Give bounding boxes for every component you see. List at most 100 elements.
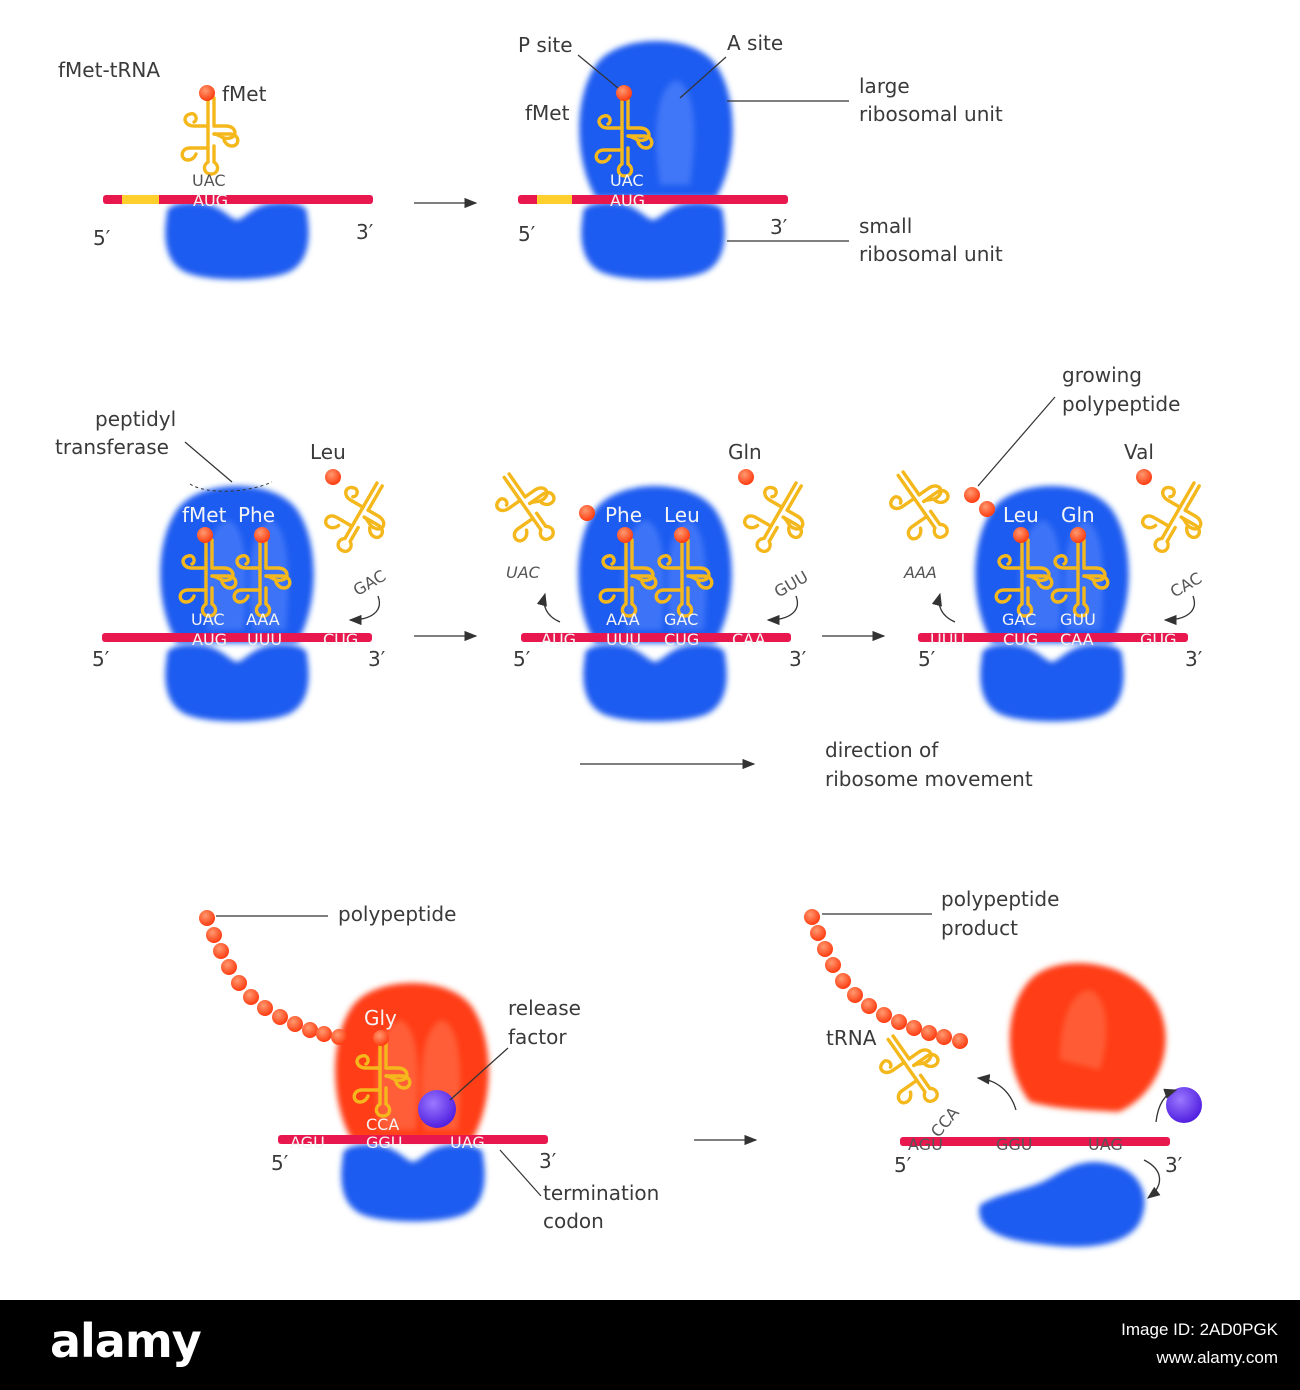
small-ribosomal-subunit — [583, 644, 727, 722]
label-leu: Leu — [1003, 503, 1039, 527]
label-gln: Gln — [1061, 503, 1095, 527]
codon-4: CAA — [732, 630, 766, 649]
incoming-arrow — [348, 595, 380, 626]
leu-amino-acid — [674, 527, 690, 543]
label-polypeptide: polypeptide — [338, 902, 456, 926]
incoming-anticodon: GUU — [771, 567, 812, 601]
incoming-arrow — [1163, 595, 1195, 626]
peptidyl-leader — [184, 441, 233, 483]
codon-1: AGU — [290, 1133, 325, 1152]
fmet-amino-acid — [616, 85, 632, 101]
start-region-highlight — [537, 195, 572, 204]
release-factor-leader — [449, 1047, 509, 1101]
label-product-line2: product — [941, 916, 1018, 940]
fmet-amino-acid — [197, 527, 213, 543]
release-factor-sphere-icon — [418, 1090, 456, 1128]
incoming-anticodon: GAC — [350, 566, 389, 600]
a-anticodon: GUU — [1060, 610, 1096, 629]
label-gly: Gly — [364, 1006, 397, 1030]
gln-amino-acid — [1070, 527, 1086, 543]
codon-1: UUU — [930, 630, 965, 649]
label-leu: Leu — [310, 440, 346, 464]
label-val: Val — [1124, 440, 1154, 464]
trna-exiting-icon — [481, 458, 574, 557]
codon-4: GUG — [1140, 630, 1177, 649]
five-prime-label: 5′ — [918, 647, 936, 671]
leu-amino-acid — [325, 469, 341, 485]
small-ribosomal-subunit — [980, 644, 1124, 722]
anticodon-label: UAC — [192, 171, 226, 190]
a-site-leader — [679, 56, 727, 99]
a-site-groove — [655, 80, 695, 185]
three-prime-label: 3′ — [789, 647, 807, 671]
codon-3: UAG — [450, 1133, 485, 1152]
label-release-line2: factor — [508, 1025, 567, 1049]
small-ribosomal-subunit — [165, 202, 309, 280]
subunit-release-arrow — [1143, 1159, 1161, 1199]
label-peptidyl-line1: peptidyl — [95, 407, 176, 431]
three-prime-label: 3′ — [356, 220, 374, 244]
codon-1: AUG — [192, 630, 227, 649]
label-fmet-trna: fMet-tRNA — [58, 58, 160, 82]
codon-2: UUU — [606, 630, 641, 649]
mrna-strand — [103, 195, 373, 204]
mrna-strand — [102, 633, 372, 642]
label-trna: tRNA — [826, 1026, 877, 1050]
label-a-site: A site — [727, 31, 783, 55]
start-region-highlight — [122, 195, 159, 204]
label-movement-line2: ribosome movement — [825, 767, 1033, 791]
incoming-anticodon: CAC — [1167, 568, 1205, 601]
five-prime-label: 5′ — [93, 226, 111, 250]
three-prime-label: 3′ — [1185, 647, 1203, 671]
anticodon-label: CCA — [366, 1115, 399, 1134]
panel-termination-1: polypeptide Gly release factor terminati… — [199, 902, 659, 1233]
label-leu: Leu — [664, 503, 700, 527]
codon-3: CUG — [323, 630, 358, 649]
site-url-label: www.alamy.com — [1156, 1348, 1278, 1367]
label-termination-line1: termination — [543, 1181, 659, 1205]
codon-2: UUU — [247, 630, 282, 649]
label-small-line2: ribosomal unit — [859, 242, 1003, 266]
label-growing-line1: growing — [1062, 363, 1142, 387]
incoming-arrow — [766, 595, 798, 626]
label-growing-line2: polypeptide — [1062, 392, 1180, 416]
phe-amino-acid — [254, 527, 270, 543]
codon-2: CUG — [1003, 630, 1038, 649]
val-amino-acid — [1136, 469, 1152, 485]
label-termination-line2: codon — [543, 1209, 604, 1233]
peptidyl-bond-bracket — [189, 481, 273, 492]
label-fmet: fMet — [222, 82, 267, 106]
fmet-amino-acid — [579, 505, 595, 521]
polypeptide-bead-2 — [979, 501, 995, 517]
trna-cloverleaf-icon — [180, 96, 240, 176]
three-prime-label: 3′ — [770, 215, 788, 239]
a-anticodon: GAC — [664, 610, 698, 629]
large-subunit-groove — [1060, 990, 1107, 1070]
mrna-strand — [278, 1135, 548, 1144]
label-large-line1: large — [859, 74, 910, 98]
growing-polypeptide-leader — [977, 396, 1056, 487]
three-prime-label: 3′ — [368, 647, 386, 671]
ribosome-movement-indicator: direction of ribosome movement — [580, 738, 1033, 791]
image-id-label: Image ID: 2AD0PGK — [1121, 1320, 1278, 1339]
codon-1: AUG — [541, 630, 576, 649]
leu-amino-acid — [1013, 527, 1029, 543]
brand-logo: alamy — [50, 1314, 202, 1368]
trna-release-arrow — [976, 1074, 1017, 1111]
five-prime-label: 5′ — [513, 647, 531, 671]
phe-amino-acid — [617, 527, 633, 543]
codon-2: GGU — [996, 1135, 1033, 1154]
panel-elongation-1: peptidyl transferase Leu fMet Phe GAC UA… — [55, 407, 405, 722]
label-phe: Phe — [605, 503, 642, 527]
translation-diagram: fMet-tRNA fMet UAC AUG 5′ 3′ P site A si… — [55, 31, 1222, 1247]
a-anticodon: AAA — [246, 610, 280, 629]
trna-exiting-icon — [875, 456, 968, 555]
five-prime-label: 5′ — [92, 647, 110, 671]
p-anticodon: UAC — [191, 610, 225, 629]
label-large-line2: ribosomal unit — [859, 102, 1003, 126]
stock-footer: alamy Image ID: 2AD0PGK www.alamy.com — [0, 1300, 1300, 1390]
label-peptidyl-line2: transferase — [55, 435, 169, 459]
large-ribosomal-subunit — [579, 41, 733, 198]
small-ribosomal-subunit — [341, 1144, 485, 1222]
label-small-line1: small — [859, 214, 912, 238]
